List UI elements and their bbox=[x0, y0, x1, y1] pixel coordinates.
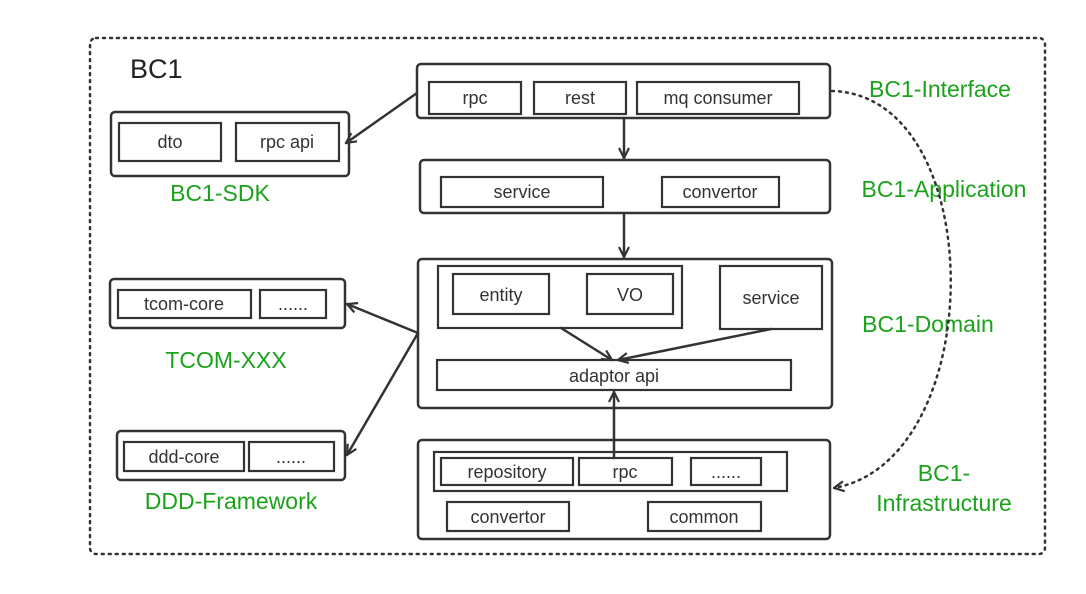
tcom-core-label: tcom-core bbox=[144, 294, 224, 314]
application-convertor-label: convertor bbox=[682, 182, 757, 202]
domain-to-tcom-arrow bbox=[347, 304, 420, 335]
domain-layer-label: BC1-Domain bbox=[862, 311, 994, 337]
context-title: BC1 bbox=[130, 54, 183, 84]
infrastructure-repository-box bbox=[439, 456, 575, 487]
tcom-label: TCOM-XXX bbox=[165, 347, 286, 373]
model-to-adaptor-arrow bbox=[559, 326, 612, 360]
domain-service-box bbox=[718, 264, 824, 331]
interface-rpc-label: rpc bbox=[462, 88, 487, 108]
ddd-label: DDD-Framework bbox=[145, 488, 318, 514]
tcom-package: tcom-core ...... bbox=[108, 277, 347, 330]
domain-vo-box bbox=[585, 272, 675, 316]
sdk-dto-box bbox=[117, 121, 223, 163]
sdk-label: BC1-SDK bbox=[170, 180, 270, 206]
sdk-package: dto rpc api bbox=[109, 110, 351, 178]
ddd-more-box bbox=[247, 440, 336, 473]
application-service-label: service bbox=[493, 182, 550, 202]
sdk-rpc-api-box bbox=[234, 121, 341, 163]
infrastructure-convertor-box bbox=[445, 500, 571, 533]
infrastructure-more-box bbox=[689, 456, 763, 487]
domain-vo-label: VO bbox=[617, 285, 643, 305]
interface-rest-box bbox=[532, 80, 628, 116]
domain-layer: entity VO service adaptor api bbox=[416, 257, 834, 410]
tcom-more-label: ...... bbox=[278, 294, 308, 314]
interface-layer-label: BC1-Interface bbox=[869, 76, 1011, 102]
infrastructure-common-label: common bbox=[669, 507, 738, 527]
application-service-box bbox=[439, 175, 605, 209]
domain-entity-box bbox=[451, 272, 551, 316]
interface-mq-consumer-label: mq consumer bbox=[663, 88, 772, 108]
application-layer: service convertor bbox=[418, 158, 832, 215]
domain-to-ddd-arrow bbox=[345, 331, 420, 455]
interface-layer: rpc rest mq consumer bbox=[415, 62, 832, 120]
interface-rest-label: rest bbox=[565, 88, 595, 108]
interface-to-sdk-arrow bbox=[346, 91, 419, 143]
ddd-core-label: ddd-core bbox=[148, 447, 219, 467]
infrastructure-common-box bbox=[646, 500, 763, 533]
infrastructure-rpc-box bbox=[577, 456, 674, 487]
ddd-more-label: ...... bbox=[276, 447, 306, 467]
interface-mq-consumer-box bbox=[635, 80, 801, 116]
tcom-more-box bbox=[258, 288, 328, 320]
domain-adaptor-api-box bbox=[435, 358, 793, 392]
ddd-core-box bbox=[122, 440, 246, 473]
infrastructure-rpc-label: rpc bbox=[612, 462, 637, 482]
interface-rpc-box bbox=[427, 80, 523, 116]
infrastructure-convertor-label: convertor bbox=[470, 507, 545, 527]
infrastructure-layer-label-line2: Infrastructure bbox=[876, 490, 1012, 516]
tcom-core-box bbox=[116, 288, 253, 320]
bounded-context-frame bbox=[88, 36, 1047, 556]
infrastructure-layer: repository rpc ...... convertor common bbox=[416, 438, 832, 541]
sdk-rpc-api-label: rpc api bbox=[260, 132, 314, 152]
infrastructure-layer-label-line1: BC1- bbox=[918, 460, 970, 486]
ddd-package: ddd-core ...... bbox=[115, 429, 347, 482]
interface-to-infrastructure-dotted-arrow bbox=[830, 89, 952, 488]
infrastructure-more-label: ...... bbox=[711, 462, 741, 482]
application-layer-label: BC1-Application bbox=[862, 176, 1027, 202]
domain-service-label: service bbox=[742, 288, 799, 308]
domain-adaptor-api-label: adaptor api bbox=[569, 366, 659, 386]
domain-entity-label: entity bbox=[479, 285, 522, 305]
sdk-dto-label: dto bbox=[157, 132, 182, 152]
application-convertor-box bbox=[660, 175, 781, 209]
service-to-adaptor-arrow bbox=[618, 327, 773, 360]
infrastructure-repository-label: repository bbox=[467, 462, 546, 482]
